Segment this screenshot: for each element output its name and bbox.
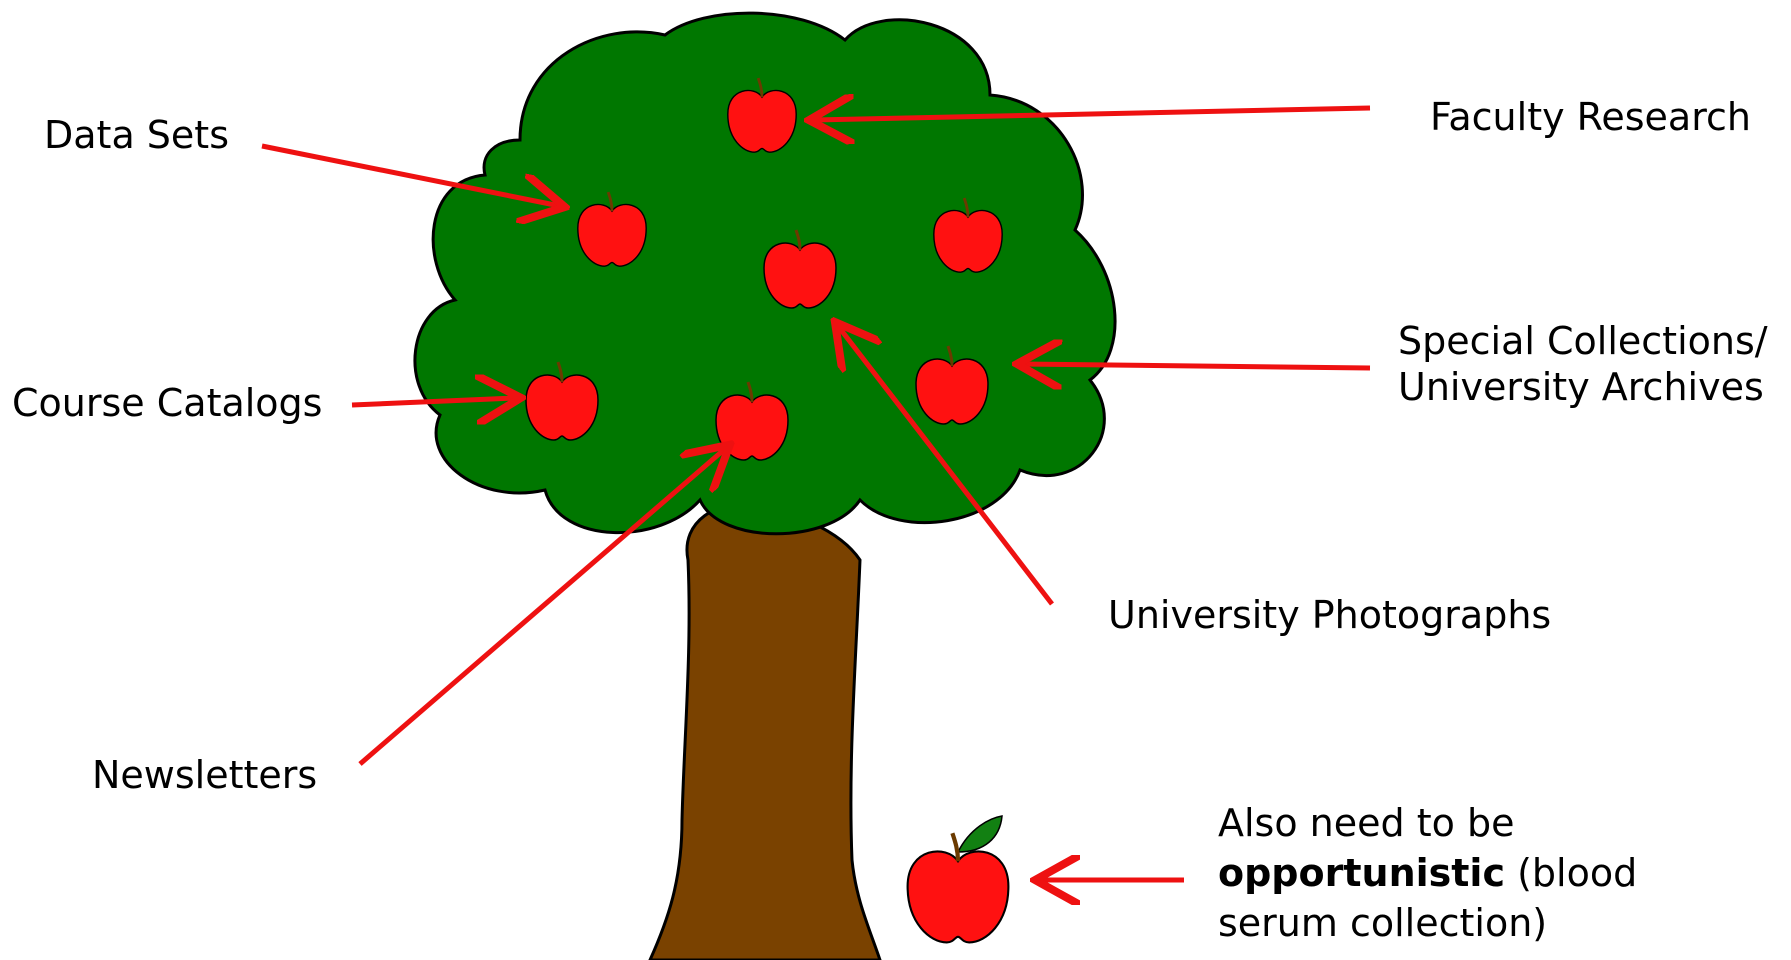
label-special-collections-line2: University Archives — [1398, 365, 1764, 409]
label-opportunistic-note: Also need to be opportunistic (blood ser… — [1218, 798, 1637, 948]
label-data-sets: Data Sets — [44, 113, 230, 157]
arrow-newsletters — [358, 448, 726, 766]
label-faculty-research: Faculty Research — [1430, 95, 1751, 139]
note-line2: opportunistic (blood — [1218, 848, 1637, 898]
tree-trunk — [648, 502, 882, 960]
arrow-data-sets — [261, 143, 560, 206]
note-line3: serum collection) — [1218, 901, 1548, 945]
label-newsletters: Newsletters — [92, 753, 318, 797]
arrow-university-photographs — [838, 326, 1054, 606]
arrow-faculty-research — [814, 108, 1371, 120]
note-line1: Also need to be — [1218, 801, 1515, 845]
label-course-catalogs: Course Catalogs — [12, 381, 323, 425]
label-special-collections: Special Collections/ University Archives — [1398, 318, 1768, 410]
note-line2-rest: (blood — [1505, 851, 1638, 895]
arrow-course-catalogs — [351, 398, 516, 405]
arrow-special-collections — [1022, 364, 1371, 368]
label-special-collections-line1: Special Collections/ — [1398, 319, 1768, 363]
note-emphasis: opportunistic — [1218, 851, 1505, 895]
label-university-photographs: University Photographs — [1108, 593, 1552, 637]
fallen-apple-icon — [908, 815, 1009, 942]
